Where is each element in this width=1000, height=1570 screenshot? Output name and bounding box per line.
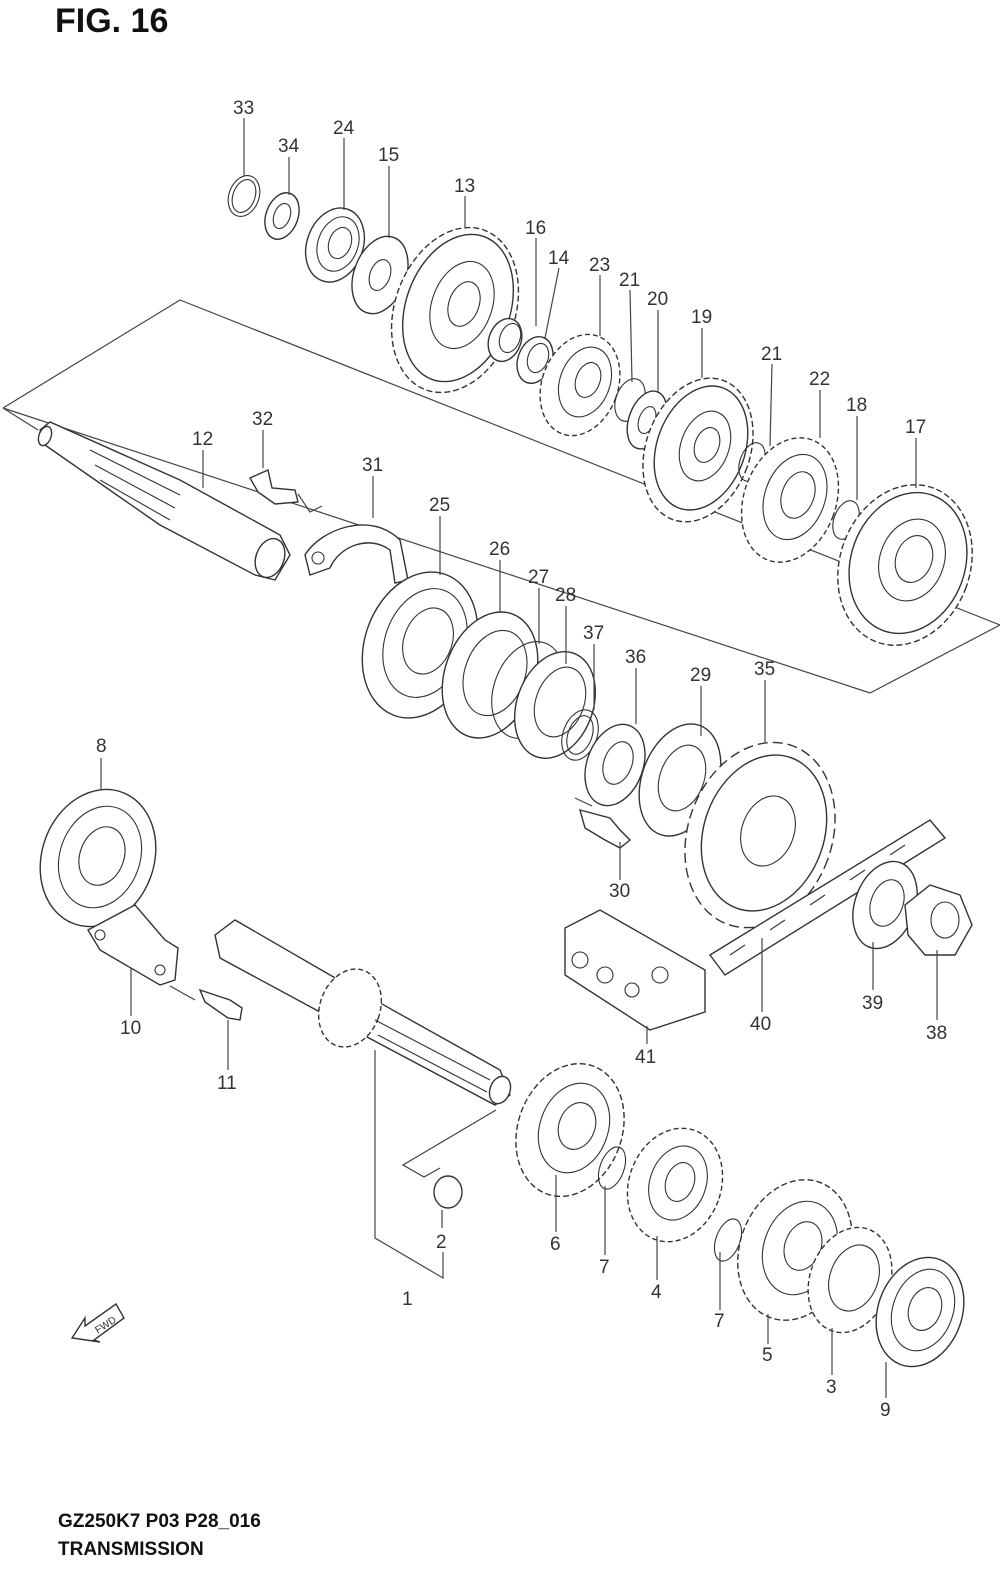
callout-18: 18 xyxy=(846,395,867,416)
callouts: 33 34 24 15 13 16 14 23 21 20 19 21 22 1… xyxy=(96,98,947,1421)
callout-23: 23 xyxy=(589,255,610,276)
leader-lines xyxy=(100,118,938,1398)
callout-22: 22 xyxy=(809,369,830,390)
part-30-bolt xyxy=(578,809,632,849)
part-6-gear xyxy=(515,1062,625,1198)
callout-37: 37 xyxy=(583,623,604,644)
part-10-retainer xyxy=(87,904,179,986)
part-17-gear xyxy=(837,484,973,646)
callout-7b: 7 xyxy=(714,1311,725,1332)
part-4-gear xyxy=(626,1127,724,1243)
callout-38: 38 xyxy=(926,1023,947,1044)
part-40-chain xyxy=(708,819,947,976)
callout-29: 29 xyxy=(690,665,711,686)
callout-21a: 21 xyxy=(619,270,640,291)
callout-2: 2 xyxy=(436,1232,447,1253)
callout-40: 40 xyxy=(750,1014,771,1035)
callout-19: 19 xyxy=(691,307,712,328)
part-1-driveshaft xyxy=(214,919,512,1106)
callout-21b: 21 xyxy=(761,344,782,365)
callout-12: 12 xyxy=(192,429,213,450)
callout-11: 11 xyxy=(217,1073,237,1094)
callout-5: 5 xyxy=(762,1345,773,1366)
callout-1: 1 xyxy=(402,1289,413,1310)
part-22-gear xyxy=(740,437,840,563)
callout-32: 32 xyxy=(252,409,273,430)
callout-30: 30 xyxy=(609,881,630,902)
callout-7a: 7 xyxy=(599,1257,610,1278)
callout-41: 41 xyxy=(635,1047,656,1068)
callout-33: 33 xyxy=(233,98,254,119)
callout-31: 31 xyxy=(362,455,383,476)
caption-name: TRANSMISSION xyxy=(58,1539,204,1560)
part-19-gear xyxy=(642,377,754,523)
part-32-screw xyxy=(249,469,299,505)
callout-4: 4 xyxy=(651,1282,662,1303)
callout-35: 35 xyxy=(754,659,775,680)
part-41-chain-joint xyxy=(564,909,706,1031)
part-39-washer xyxy=(852,860,918,950)
callout-9: 9 xyxy=(880,1400,891,1421)
callout-10: 10 xyxy=(120,1018,141,1039)
part-9-bearing xyxy=(875,1256,965,1368)
callout-28: 28 xyxy=(555,585,576,606)
callout-8: 8 xyxy=(96,736,107,757)
callout-26: 26 xyxy=(489,539,510,560)
callout-36: 36 xyxy=(625,647,646,668)
callout-14: 14 xyxy=(548,248,570,269)
callout-27: 27 xyxy=(528,567,549,588)
part-12-countershaft xyxy=(37,421,291,581)
callout-3: 3 xyxy=(826,1377,837,1398)
part-28-spacer xyxy=(513,651,597,759)
callout-6: 6 xyxy=(550,1234,561,1255)
part-24-bearing xyxy=(304,207,366,283)
part-38-nut xyxy=(904,884,973,956)
part-13-gear xyxy=(390,226,520,394)
callout-24: 24 xyxy=(333,118,355,139)
callout-16: 16 xyxy=(525,218,546,239)
part-31-clip xyxy=(304,524,409,584)
callout-17: 17 xyxy=(905,417,926,438)
fwd-arrow-icon: FWD xyxy=(70,1302,125,1343)
part-16-needle-bearing xyxy=(487,317,523,363)
callout-39: 39 xyxy=(862,993,883,1014)
part-11-screw xyxy=(198,988,243,1021)
part-2-dowel xyxy=(433,1175,463,1209)
callout-25: 25 xyxy=(429,495,450,516)
callout-20: 20 xyxy=(647,289,668,310)
caption-model: GZ250K7 P03 P28_016 xyxy=(58,1511,261,1532)
callout-34: 34 xyxy=(278,136,300,157)
figure-title: FIG. 16 xyxy=(55,2,169,40)
part-35-sprocket xyxy=(684,741,836,929)
drive-shaft-group-frame xyxy=(2,299,1000,694)
part-33-circlip xyxy=(227,175,261,217)
part-34-washer xyxy=(264,192,300,240)
part-8-bearing xyxy=(39,788,157,928)
callout-13: 13 xyxy=(454,176,475,197)
callout-15: 15 xyxy=(378,145,399,166)
